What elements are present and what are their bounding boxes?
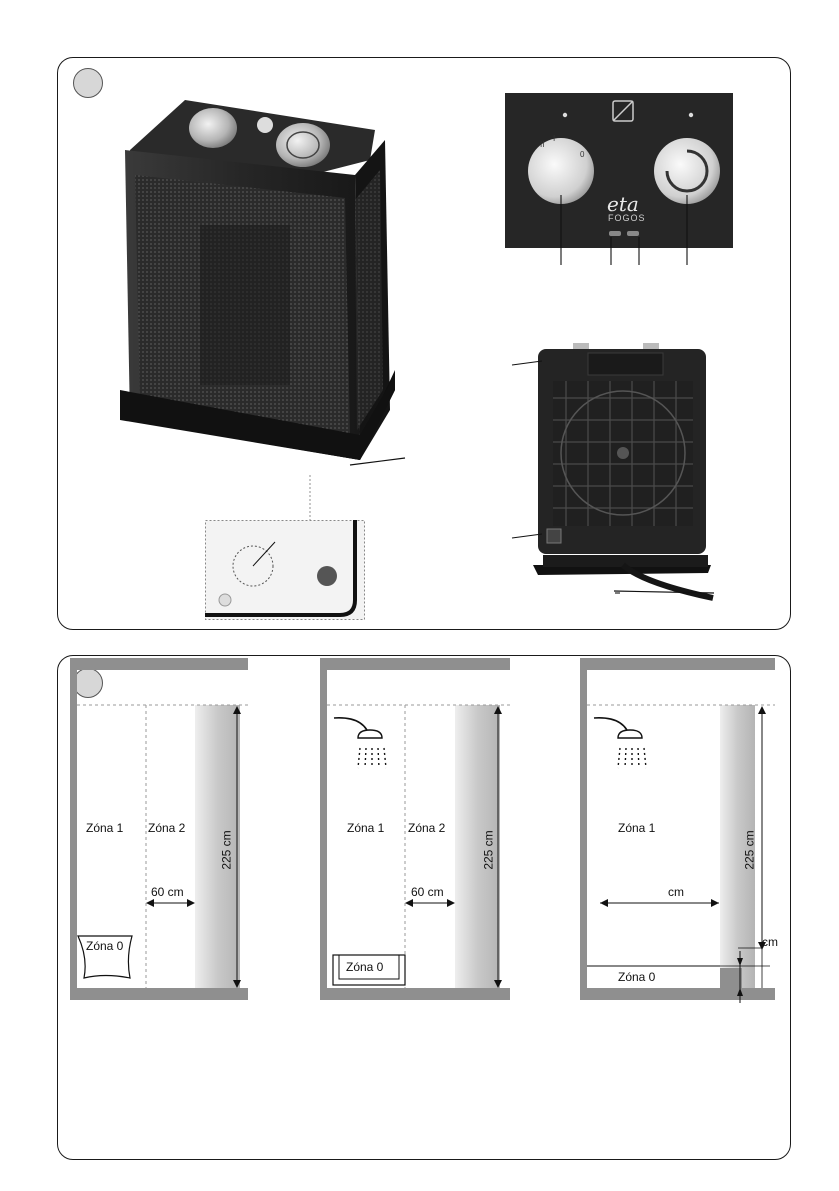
width-label: 60 cm [151, 885, 184, 899]
zone-0-label: Zóna 0 [618, 970, 655, 984]
zone-0-label: Zóna 0 [346, 960, 383, 974]
dial-mark: 0 [580, 150, 584, 159]
zone-1-label: Zóna 1 [86, 821, 123, 835]
figure-number-circle [73, 68, 103, 98]
height-label: 225 cm [482, 830, 496, 869]
zone-2-label: Zóna 2 [408, 821, 445, 835]
heater-front-photo [105, 90, 405, 480]
width-label: 60 cm [411, 885, 444, 899]
height-label: 225 cm [743, 830, 757, 869]
height-label: 225 cm [220, 830, 234, 869]
base-callout-line [300, 455, 410, 525]
zone-2-label: Zóna 2 [148, 821, 185, 835]
zone-0-label: Zóna 0 [86, 939, 123, 953]
dial-mark: I [553, 134, 555, 143]
zone-1-label: Zóna 1 [618, 821, 655, 835]
back-callout-lines [510, 355, 620, 600]
cord-callout-line [614, 585, 714, 597]
zone-1-label: Zóna 1 [347, 821, 384, 835]
base-closeup-photo [205, 520, 365, 620]
dial-mark: II [540, 140, 544, 149]
control-callout-lines [555, 195, 695, 267]
small-gap-label: cm [762, 935, 778, 949]
width-label: cm [668, 885, 684, 899]
